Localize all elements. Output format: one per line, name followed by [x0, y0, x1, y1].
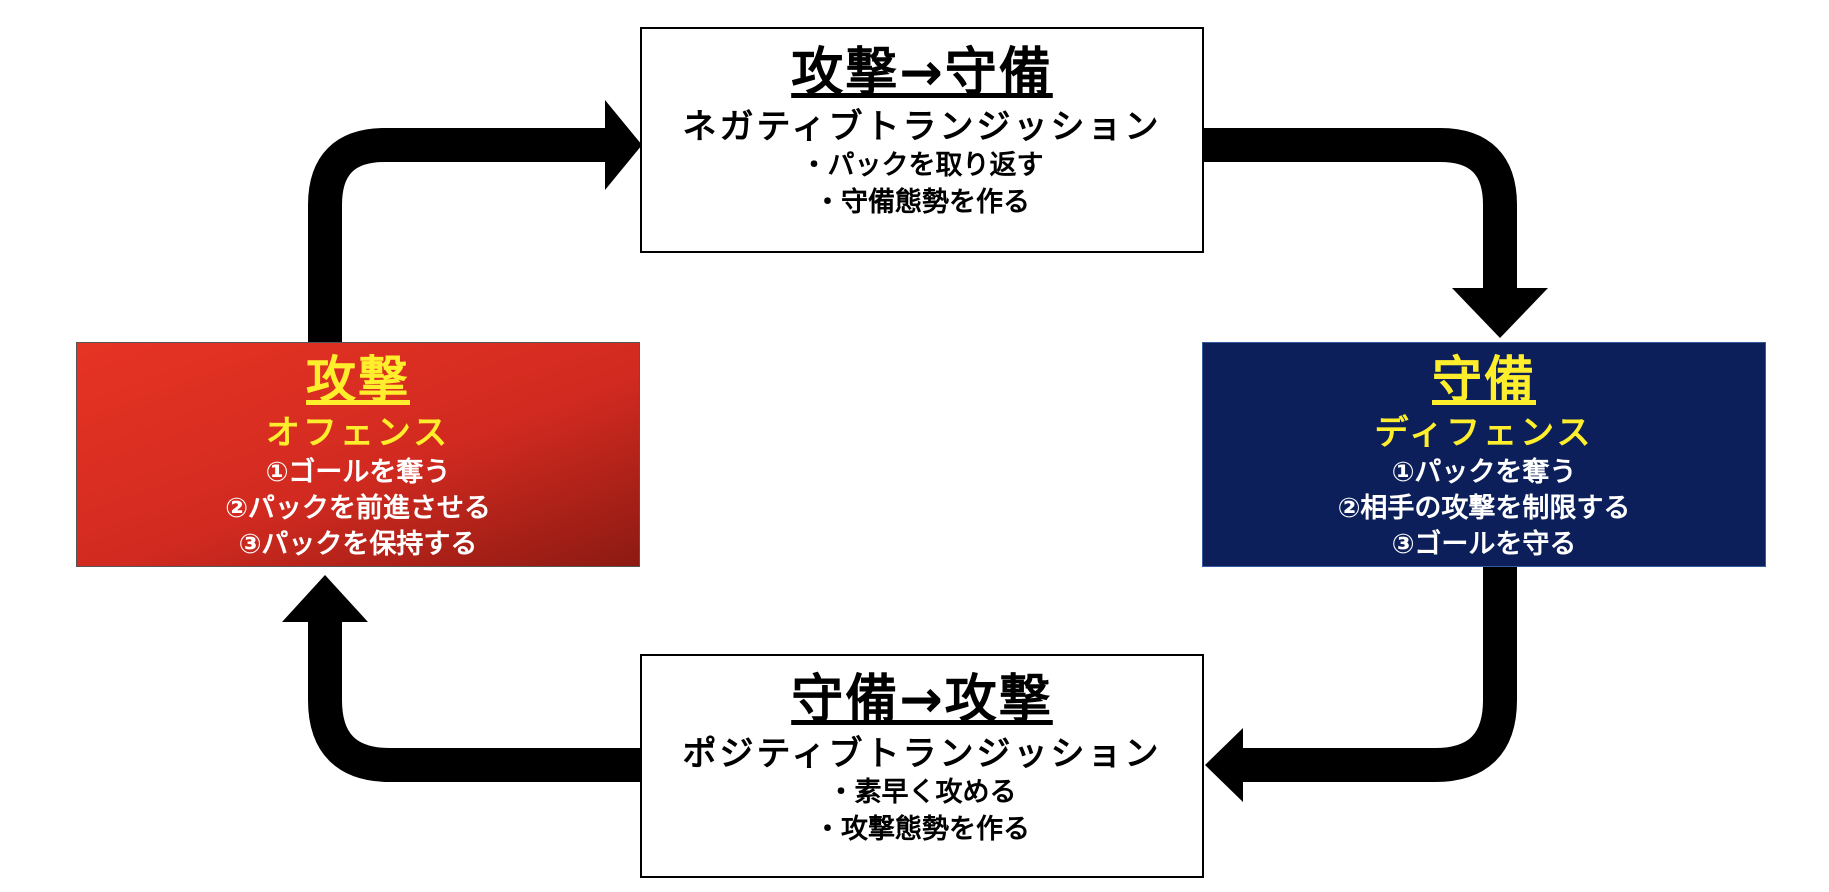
- defense-subtitle: ディフェンス: [1374, 413, 1594, 453]
- negative-transition-box: 攻撃→守備 ネガティブトランジッション ・パックを取り返す ・守備態勢を作る: [640, 27, 1204, 253]
- arrowhead-into-offense: [282, 575, 368, 622]
- positive-transition-box: 守備→攻撃 ポジティブトランジッション ・素早く攻める ・攻撃態勢を作る: [640, 654, 1204, 878]
- negative-transition-subtitle: ネガティブトランジッション: [682, 107, 1162, 147]
- defense-title: 守備: [1432, 351, 1536, 409]
- offense-goal-item: ①ゴールを奪う: [265, 457, 451, 488]
- defense-box: 守備 ディフェンス ①パックを奪う ②相手の攻撃を制限する ③ゴールを守る: [1202, 342, 1766, 567]
- offense-box: 攻撃 オフェンス ①ゴールを奪う ②パックを前進させる ③パックを保持する: [76, 342, 640, 567]
- defense-goal-item: ①パックを奪う: [1391, 457, 1577, 488]
- arrow-negative-transition-to-defense: [1202, 128, 1517, 292]
- negative-transition-item: ・パックを取り返す: [800, 150, 1044, 181]
- defense-goal-item: ②相手の攻撃を制限する: [1337, 493, 1631, 524]
- arrowhead-into-positive-transition: [1205, 728, 1243, 802]
- positive-transition-item: ・攻撃態勢を作る: [814, 814, 1030, 845]
- offense-subtitle: オフェンス: [265, 413, 451, 453]
- arrow-offense-to-negative-transition: [308, 128, 612, 345]
- positive-transition-item: ・素早く攻める: [827, 777, 1017, 808]
- arrowhead-into-defense: [1452, 288, 1548, 338]
- positive-transition-title: 守備→攻撃: [791, 670, 1053, 730]
- arrowhead-into-negative-transition: [605, 100, 642, 190]
- offense-goal-item: ③パックを保持する: [238, 529, 478, 560]
- offense-goal-item: ②パックを前進させる: [225, 493, 491, 524]
- negative-transition-item: ・守備態勢を作る: [814, 187, 1030, 218]
- arrow-positive-transition-to-offense: [308, 620, 642, 782]
- offense-title: 攻撃: [306, 351, 410, 409]
- positive-transition-subtitle: ポジティブトランジッション: [682, 734, 1162, 774]
- defense-goal-item: ③ゴールを守る: [1391, 529, 1577, 560]
- arrow-defense-to-positive-transition: [1237, 565, 1517, 782]
- negative-transition-title: 攻撃→守備: [791, 43, 1053, 103]
